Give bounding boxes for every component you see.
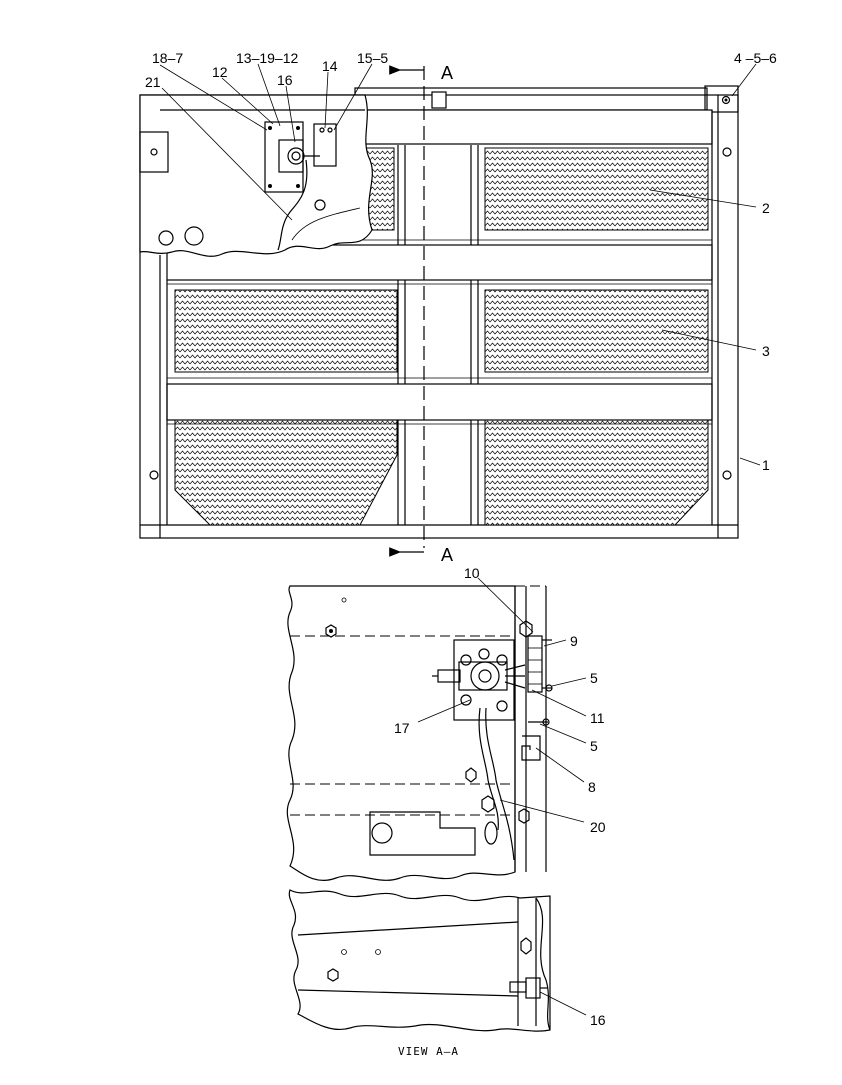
callout-4-5-6: 4 –5–6 (734, 50, 777, 66)
callout-16-top: 16 (277, 72, 293, 88)
callout-18-7: 18–7 (152, 50, 183, 66)
lower-bracket (369, 811, 476, 856)
callout-labels: 18–7 12 13–19–12 16 14 15–5 21 4 –5–6 2 … (145, 50, 777, 1028)
guard-assembly: A A (139, 63, 739, 565)
callout-8: 8 (588, 779, 596, 795)
view-a-a: VIEW A–A (286, 585, 553, 1058)
callout-9: 9 (570, 633, 578, 649)
mesh-screen-lower-left (174, 419, 398, 526)
callout-10: 10 (464, 565, 480, 581)
terminal-strip (527, 635, 543, 693)
callout-3: 3 (762, 343, 770, 359)
top-leaders (159, 63, 761, 466)
view-caption: VIEW A–A (398, 1045, 459, 1058)
view-leaders (417, 577, 587, 1016)
cable (478, 707, 499, 831)
callout-12: 12 (212, 64, 228, 80)
mesh-screen-lower-right (484, 419, 709, 526)
cutaway-area (139, 94, 373, 257)
callout-5b: 5 (590, 738, 598, 754)
mesh-screen-upper (484, 147, 709, 231)
section-marker-top: A (441, 63, 453, 83)
section-marker-bottom: A (441, 545, 453, 565)
callout-1: 1 (762, 457, 770, 473)
frame-section-lower (288, 889, 551, 1032)
mesh-screen-middle-right (484, 289, 709, 373)
callout-21: 21 (145, 74, 161, 90)
limit-switch (470, 661, 500, 691)
callout-11: 11 (590, 710, 605, 726)
callout-20: 20 (590, 819, 606, 835)
wire (277, 159, 308, 251)
top-rail (354, 87, 708, 111)
cross-bar-lower (166, 383, 713, 421)
mesh-screen-middle-left (174, 289, 398, 373)
callout-13-19-12: 13–19–12 (236, 50, 299, 66)
callout-2: 2 (762, 200, 770, 216)
callout-5a: 5 (590, 670, 598, 686)
cross-bar-top (354, 109, 713, 145)
callout-15-5: 15–5 (357, 50, 388, 66)
switch-mount-plate (453, 639, 515, 721)
clip (521, 735, 541, 761)
callout-17: 17 (394, 720, 410, 736)
callout-16-bottom: 16 (590, 1012, 606, 1028)
frame-section-upper (286, 585, 516, 881)
callout-14: 14 (322, 58, 338, 74)
